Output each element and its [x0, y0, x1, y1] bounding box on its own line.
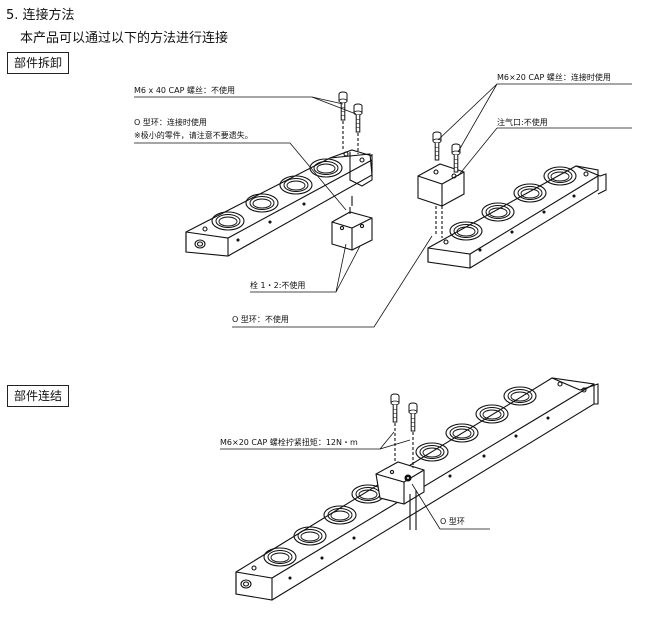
callout-plug: 栓 1・2:不使用	[250, 281, 306, 290]
left-plug-block	[331, 196, 373, 251]
disassembly-label: 部件拆卸	[7, 52, 70, 74]
right-manifold-rail	[427, 165, 607, 269]
callout-oring-note: ※极小的零件，请注意不要遗失。	[134, 131, 253, 140]
callout-inlet: 注气口:不使用	[497, 118, 548, 127]
callout-m6x20-screw: M6×20 CAP 螺丝：连接时使用	[497, 73, 611, 82]
callout-oring-connect: O 型环：连接时使用	[134, 118, 207, 127]
right-end-block	[417, 163, 465, 238]
connection-label: 部件连结	[7, 385, 70, 407]
callout-oring-unused: O 型环：不使用	[232, 315, 289, 324]
callout-oring: O 型环	[440, 517, 465, 526]
callout-bolt-torque: M6×20 CAP 螺栓拧紧扭矩：12N・m	[220, 438, 358, 447]
section-subheading: 本产品可以通过以下的方法进行连接	[20, 31, 229, 46]
section-heading: 5. 连接方法	[6, 8, 75, 23]
callout-m6x40-screw: M6 x 40 CAP 螺丝：不使用	[134, 86, 235, 95]
left-manifold-rail	[185, 149, 373, 257]
